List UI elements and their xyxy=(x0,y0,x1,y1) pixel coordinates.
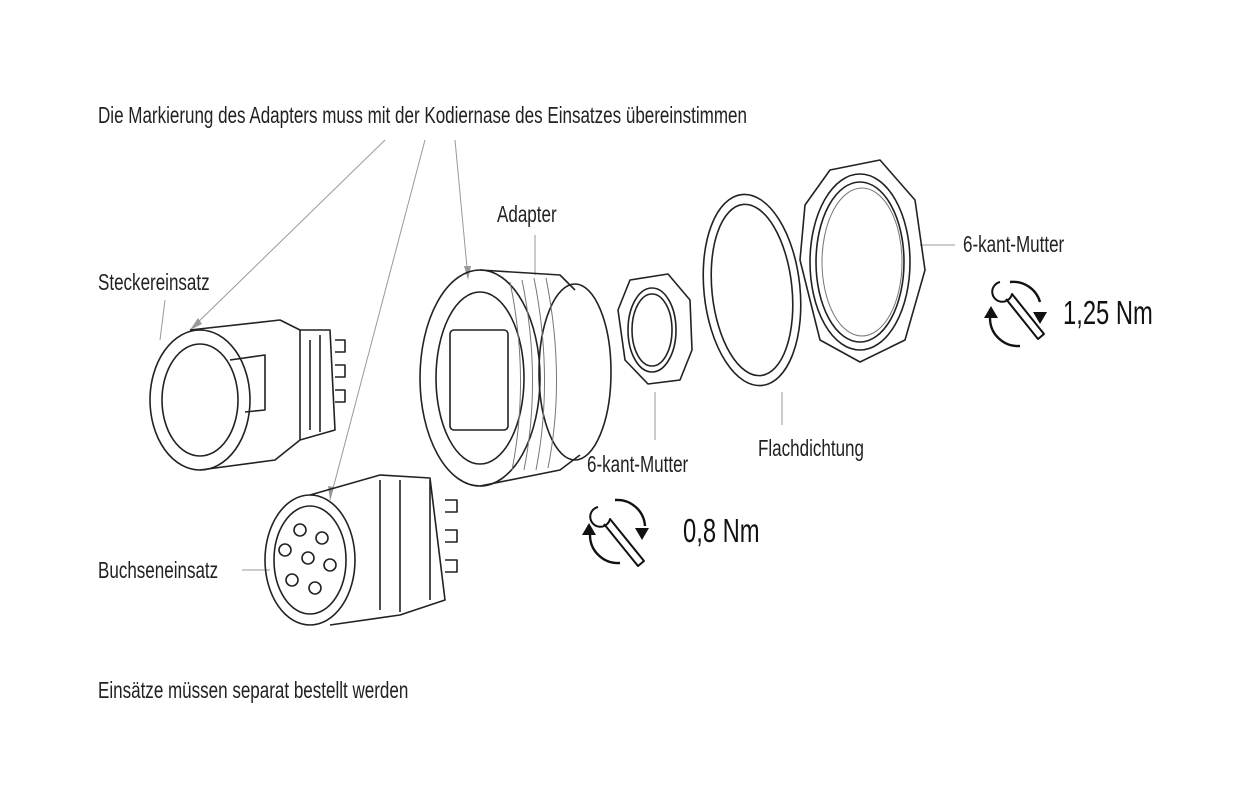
small-hex-nut-drawing xyxy=(617,273,693,385)
wrench-torque-icon-small xyxy=(582,498,649,567)
header-note: Die Markierung des Adapters muss mit der… xyxy=(98,102,747,128)
adapter-drawing xyxy=(419,269,612,487)
socket-insert-drawing xyxy=(264,474,458,626)
plug-insert-drawing xyxy=(149,319,346,471)
large-hex-nut-drawing xyxy=(799,159,926,363)
label-flat-gasket: Flachdichtung xyxy=(758,435,864,461)
flat-gasket-drawing xyxy=(702,193,802,387)
leader-lines xyxy=(159,139,955,571)
label-hex-nut-small: 6-kant-Mutter xyxy=(587,451,689,477)
label-plug-insert: Steckereinsatz xyxy=(98,269,210,295)
label-adapter: Adapter xyxy=(497,201,557,227)
label-socket-insert: Buchseneinsatz xyxy=(98,557,219,583)
wrench-torque-icon-large xyxy=(984,280,1047,348)
label-hex-nut-large: 6-kant-Mutter xyxy=(963,231,1065,257)
footer-note: Einsätze müssen separat bestellt werden xyxy=(98,677,409,703)
torque-small-nut: 0,8 Nm xyxy=(683,512,760,549)
torque-large-nut: 1,25 Nm xyxy=(1063,294,1153,331)
